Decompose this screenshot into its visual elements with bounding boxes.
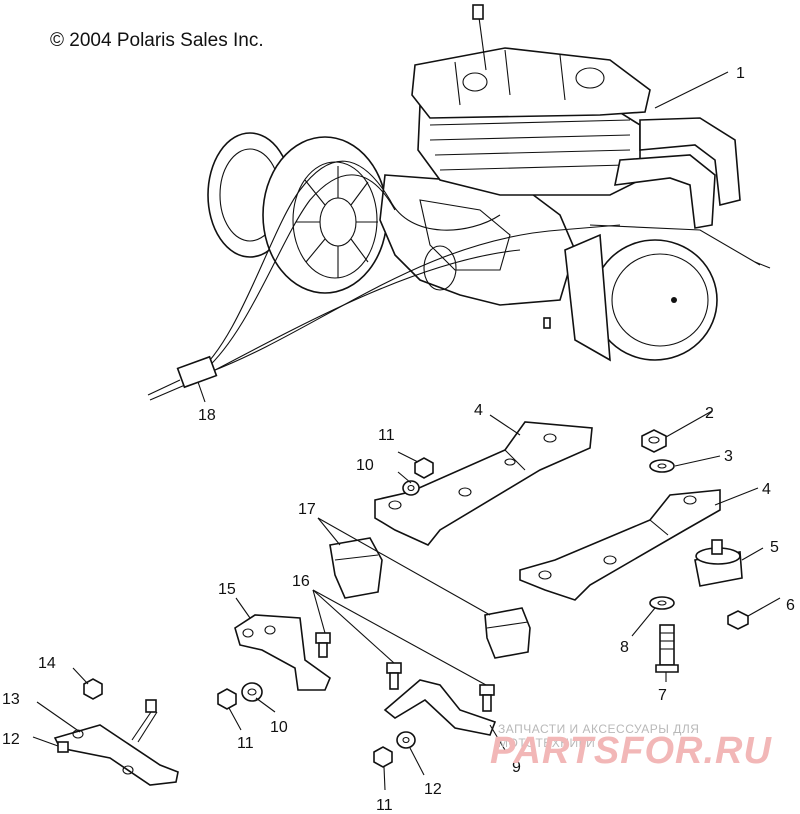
callout-9: 9 — [512, 759, 521, 776]
mount-bracket-lower — [519, 489, 721, 601]
callout-5: 5 — [770, 539, 779, 556]
washer-part-8 — [649, 596, 675, 610]
callout-18: 18 — [198, 407, 216, 424]
callout-11-b: 11 — [237, 735, 254, 752]
callout-17: 17 — [298, 501, 316, 518]
rubber-block-part-17-b — [484, 607, 531, 659]
bolt-part-16-a — [315, 632, 331, 658]
nut-part-14 — [83, 678, 103, 700]
bolt-part-12 — [57, 741, 69, 753]
bracket-part-15 — [234, 614, 331, 691]
callout-4-upper: 4 — [474, 402, 483, 419]
washer-part-3 — [649, 459, 675, 473]
callout-6: 6 — [786, 597, 795, 614]
nut-part-6 — [727, 610, 749, 630]
rubber-block-part-17-a — [329, 537, 383, 599]
strap-part-13 — [53, 724, 179, 786]
drive-clutch — [207, 132, 388, 294]
bolt-part-16-c — [479, 684, 495, 712]
callout-1: 1 — [736, 65, 745, 82]
stud-part-13-bolt — [131, 699, 158, 743]
engine-assembly — [207, 4, 771, 362]
callout-15: 15 — [218, 581, 236, 598]
callout-13: 13 — [2, 691, 20, 708]
callout-4-lower: 4 — [762, 481, 771, 498]
callout-10-a: 10 — [356, 457, 374, 474]
watermark-caption: ЗАПЧАСТИ И АКСЕССУАРЫ ДЛЯ МОТОТЕХНИКИ — [498, 722, 700, 750]
callout-7: 7 — [658, 687, 667, 704]
callout-2: 2 — [705, 405, 714, 422]
watermark-logo: PARTSFOR.RU — [490, 730, 772, 772]
washer-part-10-a — [402, 480, 420, 496]
nut-part-11-b — [217, 688, 237, 710]
washer-part-10-b — [241, 682, 263, 702]
stud-part-7 — [655, 624, 679, 673]
leader-lines — [32, 71, 781, 791]
nut-part-11-a — [414, 457, 434, 479]
callout-8: 8 — [620, 639, 629, 656]
copyright-text: © 2004 Polaris Sales Inc. — [50, 30, 264, 51]
callout-11-a: 11 — [378, 427, 395, 444]
callout-labels: 1 2 3 4 4 5 6 7 8 9 10 10 11 11 11 12 12… — [2, 65, 795, 814]
callout-14: 14 — [38, 655, 56, 672]
wiring-harness — [147, 160, 621, 401]
callout-11-c: 11 — [376, 797, 393, 814]
washer-part-10-c — [396, 731, 416, 749]
callout-10-b: 10 — [270, 719, 288, 736]
bolt-part-16-b — [386, 662, 402, 690]
nut-part-11-c — [373, 746, 393, 768]
bracket-part-9 — [383, 679, 497, 736]
callout-16: 16 — [292, 573, 310, 590]
nut-part-2 — [641, 429, 667, 453]
rubber-mount-part-5 — [694, 539, 743, 587]
callout-12: 12 — [2, 731, 20, 748]
mount-bracket-upper — [374, 421, 593, 546]
callout-3: 3 — [724, 448, 733, 465]
callout-10-c: 12 — [424, 781, 442, 798]
